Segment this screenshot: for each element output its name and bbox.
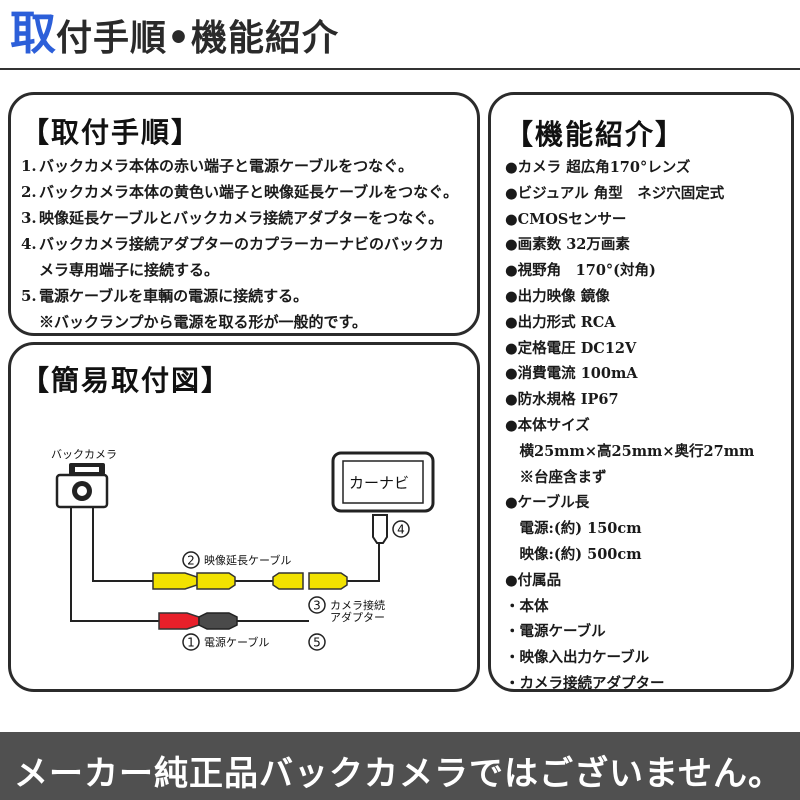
car-navi-icon <box>331 451 435 513</box>
step-note: ※バックランプから電源を取る形が一般的です。 <box>21 309 469 335</box>
feature-item: ・映像入出力ケーブル <box>505 649 650 667</box>
installation-diagram-title: 【簡易取付図】 <box>21 364 232 397</box>
feature-item: ●防水規格 IP67 <box>505 391 619 409</box>
callout-5-number: 5 <box>313 636 321 650</box>
yellow-connector <box>152 572 198 590</box>
feature-item: ●カメラ 超広角170°レンズ <box>505 159 691 176</box>
features-title: 【機能紹介】 <box>505 118 686 151</box>
feature-item: ●出力形式 RCA <box>505 313 616 331</box>
callout-1-number: 1 <box>187 636 195 650</box>
installation-diagram-panel: 【簡易取付図】 バックカメラ カーナビ 4 <box>8 342 480 692</box>
step-text: ※バックランプから電源を取る形が一般的です。 <box>39 313 368 331</box>
power-connectors <box>158 612 238 630</box>
installation-steps-list: 1.バックカメラ本体の赤い端子と電源ケーブルをつなぐ。 2.バックカメラ本体の黄… <box>21 153 469 335</box>
step-text: 映像延長ケーブルとバックカメラ接続アダプターをつなぐ。 <box>39 209 444 227</box>
step-text: バックカメラ接続アダプターのカプラーカーナビのバックカ <box>39 235 445 253</box>
video-wire-left <box>92 503 153 582</box>
gray-connector <box>198 612 238 630</box>
features-list: ●カメラ 超広角170°レンズ ●ビジュアル 角型 ネジ穴固定式 ●CMOSセン… <box>505 155 785 697</box>
video-wire-right <box>345 541 380 582</box>
power-wire-left <box>70 503 159 622</box>
feature-item: 映像:(約) 500cm <box>505 545 642 563</box>
step-text: バックカメラ本体の赤い端子と電源ケーブルをつなぐ。 <box>39 157 414 175</box>
video-connectors <box>152 572 348 590</box>
step-number: 5. <box>21 287 37 305</box>
callout-4-number: 4 <box>397 523 405 537</box>
callout-1: 1 電源ケーブル <box>182 633 269 651</box>
installation-steps-panel: 【取付手順】 1.バックカメラ本体の赤い端子と電源ケーブルをつなぐ。 2.バック… <box>8 92 480 336</box>
yellow-connector <box>272 572 304 590</box>
feature-item: ●本体サイズ <box>505 416 590 434</box>
features-panel: 【機能紹介】 ●カメラ 超広角170°レンズ ●ビジュアル 角型 ネジ穴固定式 … <box>488 92 794 692</box>
feature-item: ・電源ケーブル <box>505 623 606 641</box>
callout-3-label-line1: カメラ接続 <box>330 598 385 612</box>
red-connector <box>158 612 200 630</box>
car-navi-label: カーナビ <box>349 474 409 492</box>
feature-item: ●ビジュアル 角型 ネジ穴固定式 <box>505 184 725 202</box>
yellow-connector <box>308 572 348 590</box>
wiring-diagram: バックカメラ カーナビ 4 <box>51 448 435 651</box>
step-text: 電源ケーブルを車輌の電源に接続する。 <box>39 287 309 305</box>
feature-item: ●出力映像 鏡像 <box>505 287 610 305</box>
step-number: 1. <box>21 157 37 175</box>
callout-4: 4 <box>392 520 410 538</box>
step-item: 4.バックカメラ接続アダプターのカプラーカーナビのバックカ <box>21 231 469 257</box>
page-title-first-char: 取 <box>10 6 56 60</box>
feature-item: ●視野角 170°(対角) <box>505 262 656 280</box>
callout-1-label: 電源ケーブル <box>204 635 269 649</box>
feature-item: ・本体 <box>505 597 549 615</box>
feature-item: ※台座含まず <box>505 468 607 486</box>
header-rule <box>0 68 800 70</box>
camera-label: バックカメラ <box>51 448 117 461</box>
navi-coupler <box>372 514 388 544</box>
callout-3-label-line2: アダプター <box>330 610 385 624</box>
disclaimer-text: メーカー純正品バックカメラではございません。 <box>14 754 783 794</box>
callout-3: 3 カメラ接続 アダプター <box>308 596 385 624</box>
step-item: 3.映像延長ケーブルとバックカメラ接続アダプターをつなぐ。 <box>21 205 469 231</box>
page-title-rest: 付手順•機能紹介 <box>56 17 340 59</box>
step-number: 2. <box>21 183 37 201</box>
header: 取付手順•機能紹介 <box>0 0 800 72</box>
feature-item: 横25mm×高25mm×奥行27mm <box>505 442 755 460</box>
feature-item: 電源:(約) 150cm <box>505 520 642 538</box>
step-text: メラ専用端子に接続する。 <box>39 261 220 279</box>
callout-3-number: 3 <box>313 599 321 613</box>
callout-5: 5 <box>308 633 326 651</box>
feature-item: ・カメラ接続アダプター <box>505 674 665 692</box>
feature-item: ●消費電流 100mA <box>505 365 638 383</box>
step-item: 1.バックカメラ本体の赤い端子と電源ケーブルをつなぐ。 <box>21 153 469 179</box>
feature-item: ●定格電圧 DC12V <box>505 339 637 357</box>
step-number: 3. <box>21 209 37 227</box>
feature-item: ●画素数 32万画素 <box>505 236 630 254</box>
page-title: 取付手順•機能紹介 <box>10 10 339 56</box>
feature-item: ●付属品 <box>505 571 562 589</box>
step-number: 4. <box>21 235 37 253</box>
feature-item: ●ケーブル長 <box>505 494 590 512</box>
step-item: 5.電源ケーブルを車輌の電源に接続する。 <box>21 283 469 309</box>
yellow-connector <box>196 572 236 590</box>
step-text: バックカメラ本体の黄色い端子と映像延長ケーブルをつなぐ。 <box>39 183 459 201</box>
callout-2-label: 映像延長ケーブル <box>204 553 291 567</box>
installation-steps-title: 【取付手順】 <box>21 116 202 149</box>
step-item: 2.バックカメラ本体の黄色い端子と映像延長ケーブルをつなぐ。 <box>21 179 469 205</box>
step-item-continuation: メラ専用端子に接続する。 <box>21 257 469 283</box>
feature-item: ●CMOSセンサー <box>505 210 627 228</box>
back-camera-icon <box>55 463 109 509</box>
callout-2-number: 2 <box>187 554 195 568</box>
disclaimer-banner: メーカー純正品バックカメラではございません。 <box>0 732 800 800</box>
callout-2: 2 映像延長ケーブル <box>182 551 291 569</box>
